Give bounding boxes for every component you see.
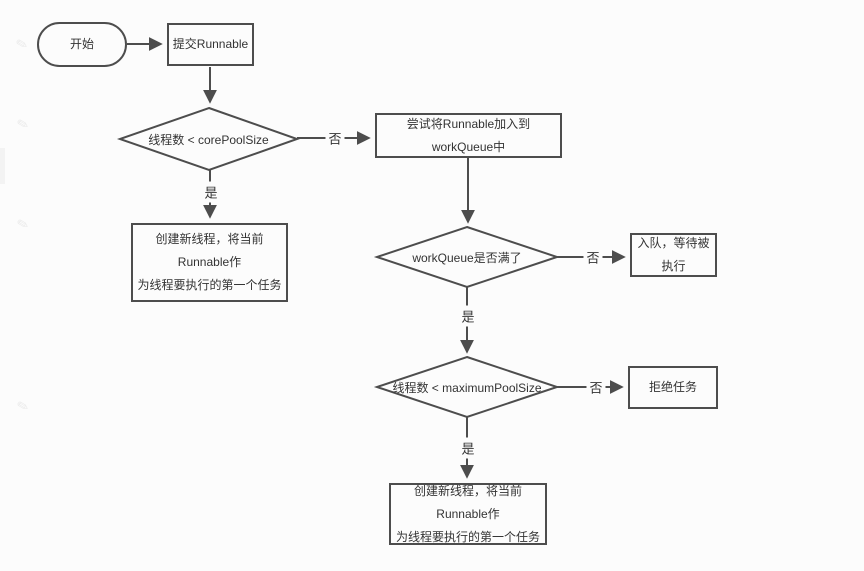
edge-label-queue-check-no: 否 [583,246,603,268]
core-pool-check-diamond-shape [116,106,301,172]
start-node-label: 开始 [69,37,94,51]
create-thread-max-label-line2: 为线程要执行的第一个任务 [395,529,540,544]
edge-label-max-check-no: 否 [586,376,606,398]
reject-task-label: 拒绝任务 [648,380,697,394]
start-node: 开始 [37,22,127,67]
edge-label-queue-check-yes: 是 [458,305,478,327]
create-thread-max-node: 创建新线程，将当前Runnable作 为线程要执行的第一个任务 [389,483,547,545]
create-thread-core-label-line2: 为线程要执行的第一个任务 [137,278,282,292]
enqueue-wait-node: 入队，等待被执行 [630,233,717,277]
try-enqueue-label: 尝试将Runnable加入到workQueue中 [406,116,531,154]
reject-task-node: 拒绝任务 [628,366,718,409]
max-pool-check-diamond-shape [373,355,561,419]
enqueue-wait-label: 入队，等待被执行 [637,236,710,273]
edge-label-max-check-yes: 是 [458,437,478,459]
try-enqueue-node: 尝试将Runnable加入到workQueue中 [375,113,562,158]
queue-full-check-diamond-shape [373,225,561,289]
watermark-strip [0,148,5,184]
create-thread-core-label-line1: 创建新线程，将当前Runnable作 [155,232,264,269]
submit-runnable-node: 提交Runnable [167,23,254,66]
edge-label-core-check-yes: 是 [201,181,221,203]
create-thread-max-label-line1: 创建新线程，将当前Runnable作 [413,483,522,521]
edge-label-core-check-no: 否 [325,127,345,149]
create-thread-core-node: 创建新线程，将当前Runnable作 为线程要执行的第一个任务 [131,223,288,302]
submit-runnable-label: 提交Runnable [172,37,249,51]
